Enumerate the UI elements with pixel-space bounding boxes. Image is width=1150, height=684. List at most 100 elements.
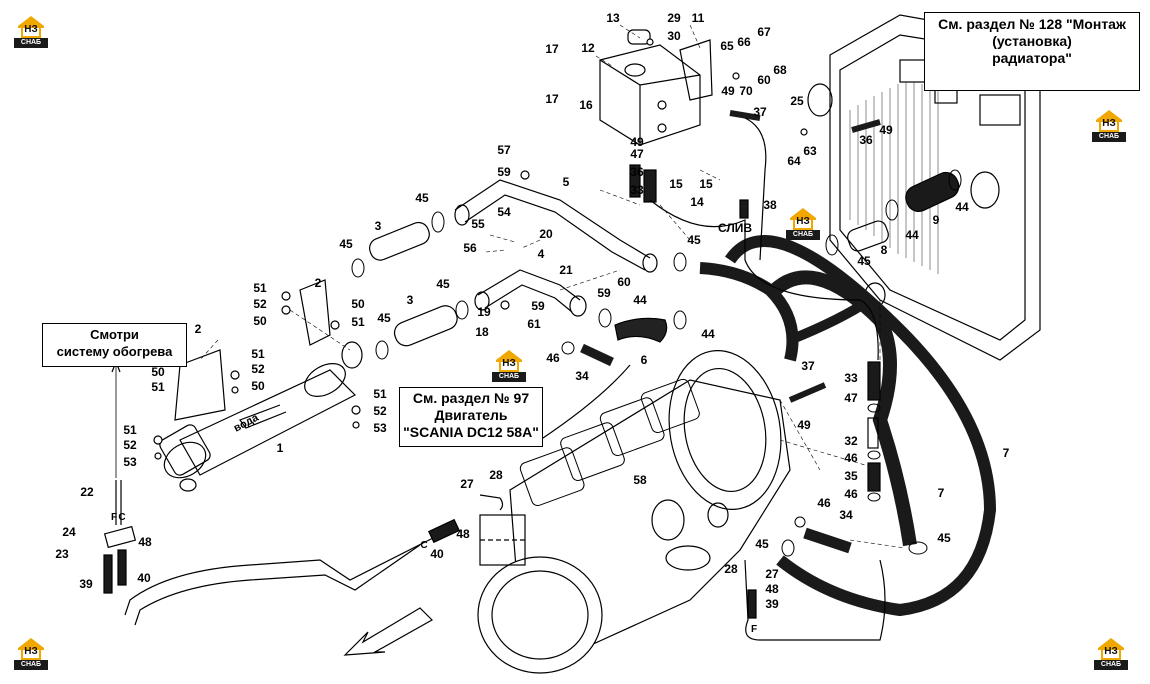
- part-number-label: 60: [757, 73, 771, 87]
- part-number-label: 59: [497, 165, 511, 179]
- part-number-label: 30: [667, 29, 681, 43]
- part-number-label: 17: [545, 42, 559, 56]
- expansion-tank: [599, 29, 713, 146]
- part-number-label: 27: [460, 477, 474, 491]
- part-number-label: 15: [699, 177, 713, 191]
- part-number-label: 45: [339, 237, 353, 251]
- part-number-label: 24: [62, 525, 76, 539]
- part-number-label: 46: [844, 487, 858, 501]
- part-number-label: 47: [630, 147, 644, 161]
- hose-3-lower: [393, 305, 458, 347]
- part-number-label: 39: [765, 597, 779, 611]
- part-number-label: 52: [251, 362, 265, 376]
- part-number-label: 63: [803, 144, 817, 158]
- part-number-label: 52: [373, 404, 387, 418]
- part-number-label: 2: [195, 322, 202, 336]
- hose-7-outer: [725, 235, 997, 617]
- note-engine-section: См. раздел № 97 Двигатель "SCANIA DC12 5…: [399, 387, 543, 447]
- part-number-label: 46: [546, 351, 560, 365]
- part-number-label: 6: [641, 353, 648, 367]
- hose-6: [614, 317, 668, 343]
- part-number-label: 47: [844, 391, 858, 405]
- part-number-label: 51: [251, 347, 265, 361]
- connection-letter-label: F: [111, 512, 117, 523]
- bracket-2-upper: [299, 279, 331, 346]
- part-number-label: 37: [753, 105, 767, 119]
- part-number-label: 51: [151, 380, 165, 394]
- drain-label: СЛИВ: [718, 221, 752, 235]
- part-number-label: 49: [797, 418, 811, 432]
- part-number-label: 18: [475, 325, 489, 339]
- part-number-label: 67: [757, 25, 771, 39]
- part-number-label: 44: [905, 228, 919, 242]
- note-heating-system: Смотри систему обогрева: [42, 323, 187, 367]
- part-number-label: 38: [763, 198, 777, 212]
- part-number-label: 46: [844, 451, 858, 465]
- hose-3-upper: [369, 221, 430, 261]
- part-number-label: 45: [436, 277, 450, 291]
- part-number-label: 12: [581, 41, 595, 55]
- part-number-label: 7: [1003, 446, 1010, 460]
- part-number-label: 45: [755, 537, 769, 551]
- part-number-label: 25: [790, 94, 804, 108]
- pipe-5: [454, 179, 658, 273]
- part-number-label: 45: [415, 191, 429, 205]
- part-number-label: 53: [373, 421, 387, 435]
- part-number-label: 39: [79, 577, 93, 591]
- part-number-label: 40: [137, 571, 151, 585]
- part-number-label: 57: [497, 143, 511, 157]
- part-number-label: 9: [933, 213, 940, 227]
- part-number-label: 50: [251, 379, 265, 393]
- part-number-label: 48: [138, 535, 152, 549]
- part-number-label: 22: [80, 485, 94, 499]
- part-number-label: 13: [606, 11, 620, 25]
- part-number-label: 56: [463, 241, 477, 255]
- part-number-label: 8: [881, 243, 888, 257]
- part-number-label: 48: [765, 582, 779, 596]
- part-number-label: 16: [579, 98, 593, 112]
- part-number-label: 53: [123, 455, 137, 469]
- part-number-label: 61: [527, 317, 541, 331]
- part-number-label: 15: [669, 177, 683, 191]
- pipe-4: [474, 269, 587, 317]
- part-number-label: 50: [253, 314, 267, 328]
- part-number-label: 17: [545, 92, 559, 106]
- part-number-label: 44: [633, 293, 647, 307]
- part-number-label: 68: [773, 63, 787, 77]
- part-number-label: 28: [489, 468, 503, 482]
- part-number-label: 58: [633, 473, 647, 487]
- part-number-label: 49: [721, 84, 735, 98]
- part-number-label: 19: [477, 305, 491, 319]
- part-number-label: 11: [692, 11, 705, 25]
- part-number-label: 29: [667, 11, 681, 25]
- part-number-label: 34: [839, 508, 853, 522]
- connection-letter-label: C: [118, 512, 125, 523]
- part-number-label: 23: [55, 547, 69, 561]
- part-number-label: 52: [253, 297, 267, 311]
- part-number-label: 35: [844, 469, 858, 483]
- part-number-label: 40: [430, 547, 444, 561]
- part-number-label: 36: [630, 165, 644, 179]
- part-number-label: 70: [739, 84, 753, 98]
- part-number-label: 37: [801, 359, 815, 373]
- part-number-label: 51: [253, 281, 267, 295]
- part-number-label: 45: [937, 531, 951, 545]
- part-number-label: 7: [938, 486, 945, 500]
- part-number-label: 60: [617, 275, 631, 289]
- part-number-label: 55: [471, 217, 485, 231]
- part-number-label: 48: [456, 527, 470, 541]
- bracket-2-lower: [174, 349, 226, 421]
- part-number-label: 49: [879, 123, 893, 137]
- part-number-label: 65: [720, 39, 734, 53]
- engine: [477, 350, 791, 674]
- part-number-label: 21: [559, 263, 573, 277]
- heat-exchanger-1: [159, 341, 363, 492]
- part-number-label: 51: [373, 387, 387, 401]
- part-number-label: 51: [123, 423, 137, 437]
- part-number-label: 51: [351, 315, 365, 329]
- part-number-label: 45: [377, 311, 391, 325]
